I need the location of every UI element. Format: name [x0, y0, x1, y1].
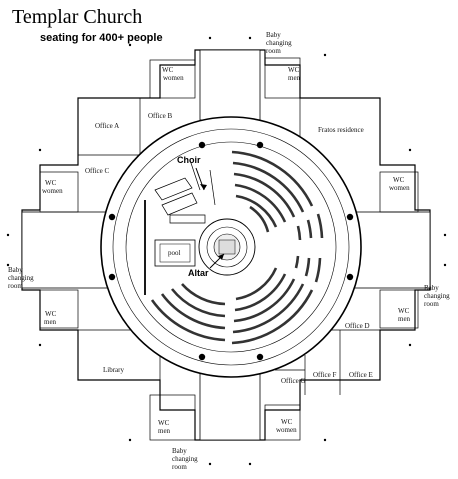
pillar	[256, 141, 264, 149]
wc-women-s-label: WC	[281, 418, 293, 426]
room-partitions	[39, 57, 419, 441]
office-c-label: Office C	[85, 167, 109, 175]
wc-men-s-label: WC	[158, 419, 170, 427]
wc-men-w-label: WC	[45, 310, 57, 318]
fratos-residence-label: Fratos residence	[318, 126, 364, 134]
office-d-label: Office D	[345, 322, 370, 330]
baby-room-n-l2: changing	[266, 39, 292, 47]
pillar	[198, 353, 206, 361]
wc-women-e-sub: women	[389, 184, 410, 192]
ambulatory-ring	[125, 141, 337, 353]
wc-women-nw-label: WC	[162, 66, 174, 74]
pillar	[108, 213, 116, 221]
baby-room-s-l2: changing	[172, 455, 198, 463]
wc-men-w-sub: men	[44, 318, 57, 326]
office-b-label: Office B	[148, 112, 172, 120]
east-seating-block	[294, 213, 324, 283]
baby-room-n-l1: Baby	[266, 31, 281, 39]
baby-room-e-l3: room	[424, 300, 439, 308]
altar-platform	[198, 218, 256, 276]
baby-room-n-l3: room	[266, 47, 281, 55]
wc-women-e-label: WC	[393, 176, 405, 184]
pillar	[346, 273, 354, 281]
choir-arrow-head	[200, 184, 207, 190]
wc-women-w-sub: women	[42, 187, 63, 195]
baby-room-w-l2: changing	[8, 274, 34, 282]
baby-room-w-l1: Baby	[8, 266, 23, 274]
baby-room-e-l1: Baby	[424, 284, 439, 292]
altar-label: Altar	[188, 268, 209, 278]
pillar	[108, 273, 116, 281]
wc-men-e-sub: men	[398, 315, 411, 323]
wc-men-e-label: WC	[398, 307, 410, 315]
baby-room-w-l3: room	[8, 282, 23, 290]
baby-room-s-l1: Baby	[172, 447, 187, 455]
choir-stalls	[154, 159, 216, 224]
baby-room-s-l3: room	[172, 463, 187, 471]
upper-seating-block	[231, 150, 314, 233]
pillar	[256, 353, 264, 361]
baptismal-pool	[154, 239, 196, 267]
pillars	[108, 141, 354, 361]
sanctuary-inner-ring	[112, 128, 350, 366]
exterior-bollards	[6, 36, 447, 466]
lower-seating-block	[150, 267, 314, 345]
south-entrance	[199, 371, 261, 441]
wc-women-nw-sub: women	[163, 74, 184, 82]
pool-label: pool	[168, 249, 181, 257]
wc-men-ne-sub: men	[288, 74, 301, 82]
office-g-label: Office G	[281, 377, 306, 385]
wc-men-ne-label: WC	[288, 66, 300, 74]
office-f-label: Office F	[313, 371, 336, 379]
wc-women-w-label: WC	[45, 179, 57, 187]
choir-label: Choir	[177, 155, 201, 165]
wc-men-s-sub: men	[158, 427, 171, 435]
altar-arrow-head	[218, 254, 224, 260]
office-e-label: Office E	[349, 371, 373, 379]
wc-women-s-sub: women	[276, 426, 297, 434]
office-a-label: Office A	[95, 122, 119, 130]
north-entrance	[199, 49, 261, 121]
pillar	[198, 141, 206, 149]
plan-title: Templar Church	[12, 6, 143, 28]
library-label: Library	[103, 366, 124, 374]
plan-subtitle: seating for 400+ people	[40, 32, 163, 44]
baby-room-e-l2: changing	[424, 292, 450, 300]
pillar	[346, 213, 354, 221]
